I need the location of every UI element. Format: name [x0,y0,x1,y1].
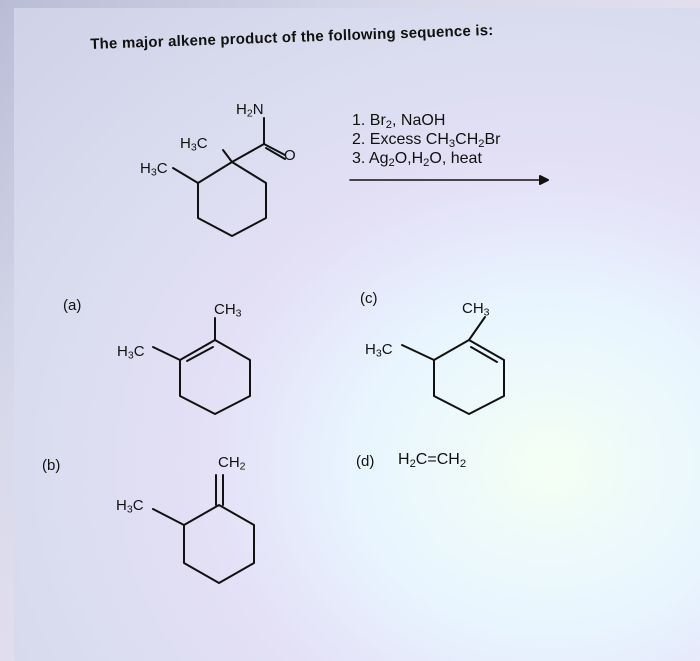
option-c-side-group: H3C [365,341,393,360]
reaction-arrow [349,175,549,185]
option-c-label: (c) [360,290,378,307]
reactant-methyl-upper-label: H3C [180,135,208,154]
reactant-amine-label: H2N [236,101,264,120]
reagent-step-1: 1. Br2, NaOH [352,112,446,131]
option-b-top-group: CH2 [218,454,246,473]
option-a-top-group: CH3 [214,301,242,320]
option-a-label: (a) [63,297,82,314]
option-d-formula: H2C=CH2 [398,451,467,470]
option-d-label: (d) [356,453,375,470]
option-c-structure [401,316,505,415]
option-b-structure [152,474,255,584]
option-a-structure [152,317,251,415]
reactant-structure [172,117,286,237]
option-c-top-group: CH3 [462,300,490,319]
option-b-label: (b) [42,457,61,474]
reagent-step-2: 2. Excess CH3CH2Br [352,131,501,150]
option-a-side-group: H3C [117,343,145,362]
reactant-carbonyl-o-label: O [284,147,296,164]
reagent-step-3: 3. Ag2O,H2O, heat [352,150,482,169]
option-b-side-group: H3C [116,497,144,516]
question-sheet [14,8,700,661]
reactant-methyl-lower-label: H3C [140,160,168,179]
